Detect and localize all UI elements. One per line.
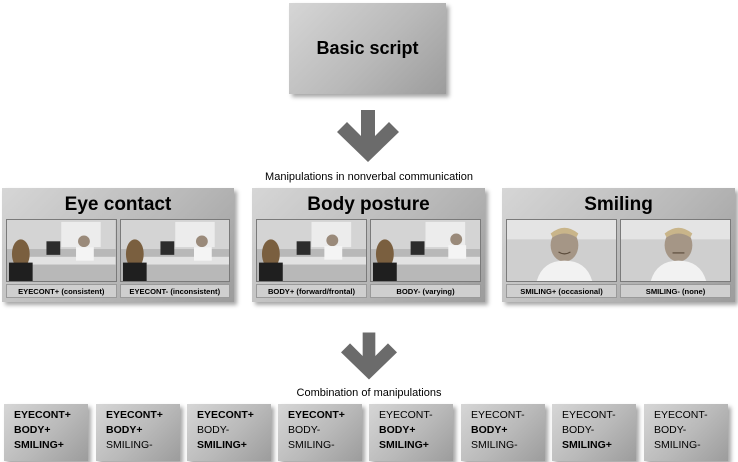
- eye-contact-title: Eye contact: [64, 194, 172, 215]
- down-arrow-icon: [341, 332, 397, 380]
- manipulations-caption: Manipulations in nonverbal communication: [265, 171, 473, 183]
- combination-box-8: EYECONT- BODY- SMILING-: [644, 404, 728, 461]
- body-posture-negative-photo: [370, 219, 481, 282]
- basic-script-box: Basic script: [289, 3, 446, 94]
- body-posture-box: Body posture: [252, 188, 485, 302]
- combination-line: SMILING+: [379, 439, 429, 451]
- combination-line: BODY-: [562, 424, 595, 436]
- combination-line: EYECONT+: [14, 409, 71, 421]
- combination-line: SMILING-: [471, 439, 518, 451]
- smiling-negative-photo: [620, 219, 731, 282]
- down-arrow-icon: [337, 110, 399, 162]
- eye-contact-positive-photo: [6, 219, 117, 282]
- smiling-box: Smiling SMILING+ (occasional): [502, 188, 735, 302]
- body-posture-title: Body posture: [307, 194, 430, 215]
- body-posture-positive-photo: [256, 219, 367, 282]
- combination-line: EYECONT+: [288, 409, 345, 421]
- smiling-positive-label: SMILING+ (occasional): [506, 284, 617, 298]
- combination-line: BODY-: [197, 424, 230, 436]
- combination-box-2: EYECONT+ BODY+ SMILING-: [96, 404, 180, 461]
- smiling-negative-label: SMILING- (none): [620, 284, 731, 298]
- combination-line: SMILING+: [562, 439, 612, 451]
- body-posture-positive-label: BODY+ (forward/frontal): [256, 284, 367, 298]
- combination-line: BODY+: [106, 424, 143, 436]
- combination-line: BODY-: [654, 424, 687, 436]
- combination-line: EYECONT-: [471, 409, 525, 421]
- combination-box-4: EYECONT+ BODY- SMILING-: [278, 404, 362, 461]
- body-posture-negative-label: BODY- (varying): [370, 284, 481, 298]
- combination-line: SMILING+: [14, 439, 64, 451]
- combination-box-3: EYECONT+ BODY- SMILING+: [187, 404, 271, 461]
- combination-line: SMILING-: [654, 439, 701, 451]
- combination-line: BODY-: [288, 424, 321, 436]
- combination-caption: Combination of manipulations: [296, 387, 442, 399]
- basic-script-label: Basic script: [316, 38, 419, 58]
- combination-box-6: EYECONT- BODY+ SMILING-: [461, 404, 545, 461]
- combination-line: BODY+: [379, 424, 416, 436]
- combination-line: EYECONT-: [379, 409, 433, 421]
- combination-box-7: EYECONT- BODY- SMILING+: [552, 404, 636, 461]
- smiling-positive-photo: [506, 219, 617, 282]
- combination-box-1: EYECONT+ BODY+ SMILING+: [4, 404, 88, 461]
- combination-line: BODY+: [471, 424, 508, 436]
- combination-line: BODY+: [14, 424, 51, 436]
- eye-contact-negative-label: EYECONT- (inconsistent): [119, 284, 230, 298]
- smiling-title: Smiling: [584, 194, 653, 215]
- combination-line: EYECONT+: [197, 409, 254, 421]
- combination-line: SMILING-: [106, 439, 153, 451]
- eye-contact-box: Eye contact: [2, 188, 234, 302]
- combination-box-5: EYECONT- BODY+ SMILING+: [369, 404, 453, 461]
- eye-contact-positive-label: EYECONT+ (consistent): [6, 284, 117, 298]
- combination-line: SMILING-: [288, 439, 335, 451]
- combination-line: EYECONT+: [106, 409, 163, 421]
- combination-line: EYECONT-: [654, 409, 708, 421]
- combination-line: EYECONT-: [562, 409, 616, 421]
- eye-contact-negative-photo: [119, 219, 230, 282]
- combination-line: SMILING+: [197, 439, 247, 451]
